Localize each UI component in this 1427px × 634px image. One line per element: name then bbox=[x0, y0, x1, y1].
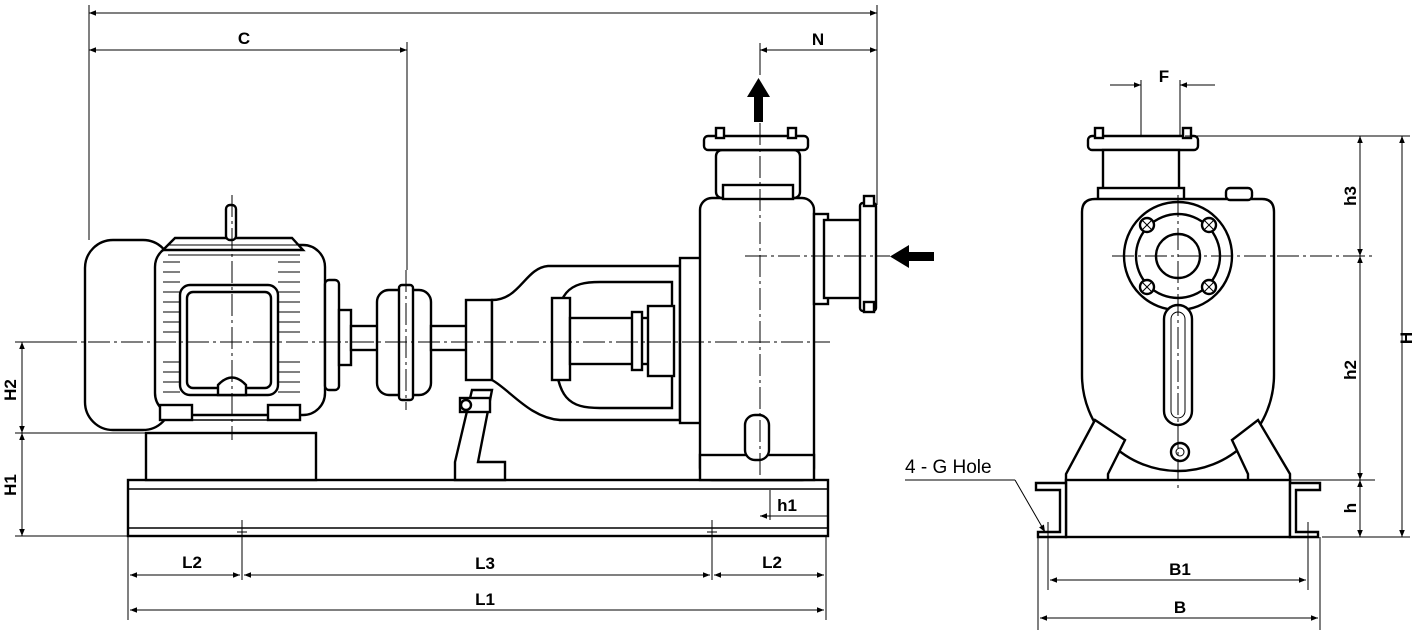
side-view: C N bbox=[1, 5, 934, 620]
motor bbox=[83, 203, 381, 432]
dimension-small-h1: h1 bbox=[745, 479, 828, 520]
end-vertical-dimensions: h3 h2 h H bbox=[1185, 135, 1416, 538]
label-l3: L3 bbox=[475, 554, 495, 573]
base-bolt-holes bbox=[237, 520, 717, 580]
dimension-h1: H1 bbox=[1, 433, 128, 537]
hole-note: 4 - G Hole bbox=[905, 457, 1046, 533]
end-view: F bbox=[905, 67, 1416, 630]
label-h2: H2 bbox=[1, 379, 20, 401]
bearing-bracket bbox=[453, 264, 682, 482]
label-f: F bbox=[1159, 67, 1169, 86]
label-l2-left: L2 bbox=[182, 553, 202, 572]
label-n: N bbox=[812, 30, 824, 49]
dimension-h2: H2 bbox=[1, 341, 146, 434]
motor-pedestal bbox=[144, 431, 318, 482]
end-outlet-flange bbox=[1086, 126, 1200, 202]
flange-bolt-holes bbox=[1138, 216, 1218, 296]
overall-length-dimension bbox=[88, 5, 878, 240]
label-l2-right: L2 bbox=[762, 553, 782, 572]
label-h1: H1 bbox=[1, 474, 20, 496]
dimension-c: C bbox=[89, 29, 408, 270]
label-big-h: H bbox=[1397, 332, 1416, 344]
label-small-h2: h2 bbox=[1341, 360, 1360, 380]
dimension-l1: L1 bbox=[130, 590, 824, 613]
label-l1: L1 bbox=[475, 590, 495, 609]
baseplate bbox=[126, 478, 830, 538]
label-b: B bbox=[1174, 598, 1186, 617]
dimension-n: N bbox=[759, 30, 877, 75]
end-horizontal-dimensions: B1 B bbox=[1037, 537, 1321, 630]
inlet-arrow-icon bbox=[890, 245, 934, 268]
label-small-h: h bbox=[1341, 503, 1360, 513]
label-small-h1: h1 bbox=[777, 496, 797, 515]
hole-note-label: 4 - G Hole bbox=[905, 457, 992, 478]
label-h3: h3 bbox=[1341, 186, 1360, 206]
label-b1: B1 bbox=[1169, 560, 1191, 579]
outlet-arrow-icon bbox=[747, 78, 770, 122]
pump-casing bbox=[678, 126, 878, 482]
dimension-l-chain: L2 L3 L2 bbox=[127, 536, 827, 620]
label-c: C bbox=[238, 29, 250, 48]
